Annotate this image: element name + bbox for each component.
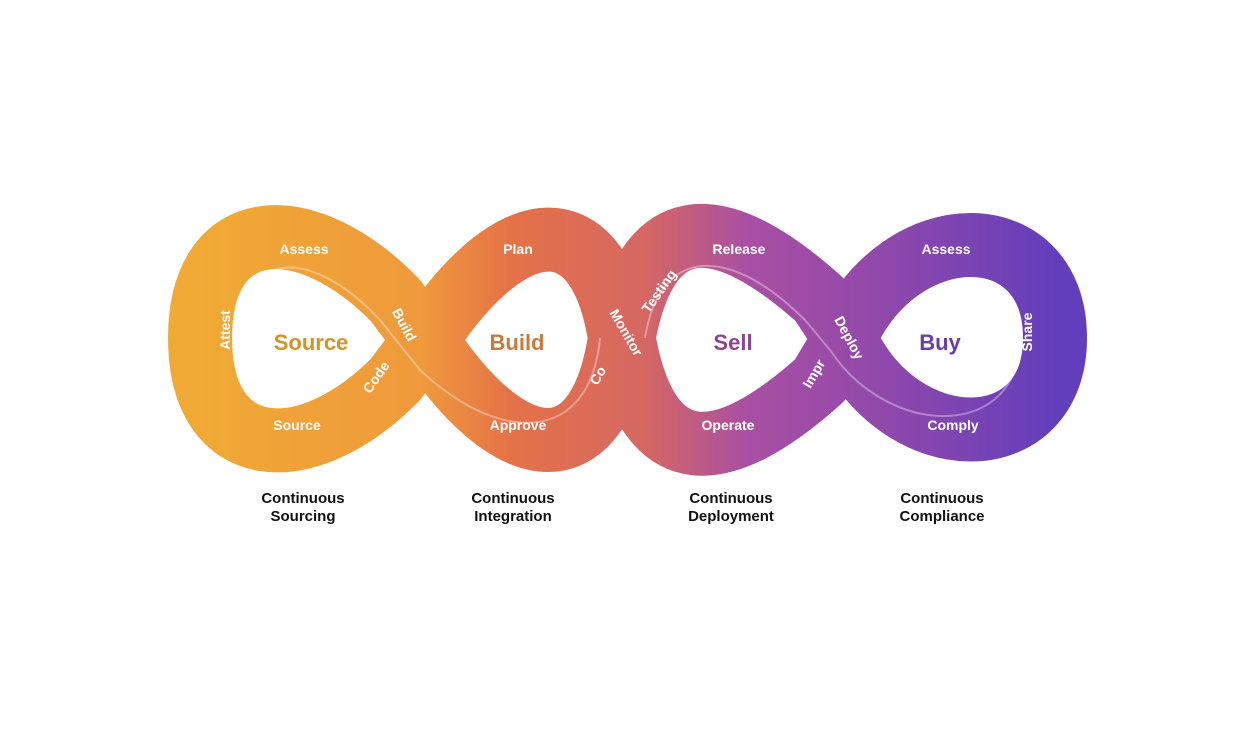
stage-label: Source — [273, 417, 321, 433]
stage-label: Operate — [702, 417, 755, 433]
caption-continuous-deployment: Continuous Deployment — [631, 490, 831, 526]
loop-title-sell: Sell — [713, 330, 752, 355]
stage-label: Assess — [921, 241, 970, 257]
caption-line: Continuous — [261, 490, 345, 507]
stage-label: Assess — [279, 241, 328, 257]
caption-line: Integration — [474, 508, 552, 525]
caption-line: Continuous — [900, 490, 984, 507]
stage-label: Approve — [490, 417, 547, 433]
caption-continuous-integration: Continuous Integration — [413, 490, 613, 526]
loop-title-source: Source — [274, 330, 349, 355]
loop-title-buy: Buy — [919, 330, 961, 355]
caption-line: Continuous — [471, 490, 555, 507]
caption-continuous-compliance: Continuous Compliance — [842, 490, 1042, 526]
stage-label: Comply — [927, 417, 979, 433]
caption-line: Deployment — [688, 508, 774, 525]
caption-line: Compliance — [899, 508, 985, 525]
loop-title-build: Build — [490, 330, 545, 355]
caption-line: Continuous — [689, 490, 773, 507]
inner-track-line — [644, 264, 1021, 418]
stage-label: Attest — [217, 310, 233, 350]
stage-label: Release — [713, 241, 766, 257]
inner-track-line — [239, 266, 601, 424]
caption-continuous-sourcing: Continuous Sourcing — [203, 490, 403, 526]
caption-line: Sourcing — [270, 508, 336, 525]
stage-label: Plan — [503, 241, 533, 257]
infinity-chain-band — [168, 203, 1087, 476]
stage-label: Share — [1019, 312, 1035, 351]
